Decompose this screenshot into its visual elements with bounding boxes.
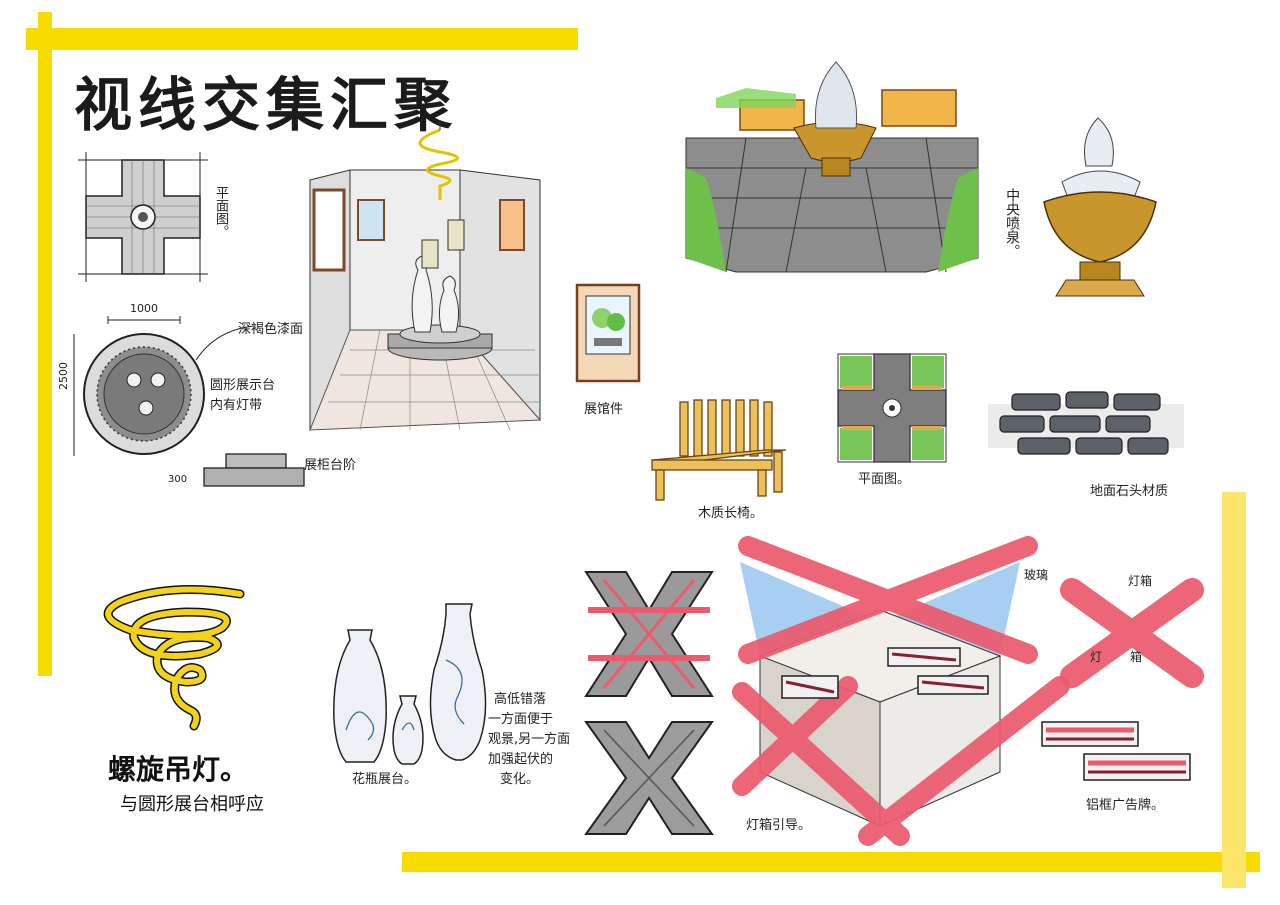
wood-bench-sketch xyxy=(651,399,787,501)
page-title: 视线交集汇聚 xyxy=(74,71,459,139)
exhibit-piece-label: 展馆件 xyxy=(584,402,624,417)
billboard-sketch-1 xyxy=(1041,721,1139,747)
round-display-label-2: 内有灯带 xyxy=(210,398,263,413)
wood-bench-label: 木质长椅。 xyxy=(698,506,764,521)
plan-label-top: 平面图。 xyxy=(212,186,228,238)
light-box-x-bottom xyxy=(584,721,714,835)
central-fountain-sketch xyxy=(1043,117,1157,297)
dim-300: 300 xyxy=(168,474,188,485)
vase-note-4: 加强起伏的 xyxy=(488,752,554,767)
spiral-lamp-label: 螺旋吊灯。 xyxy=(108,753,249,786)
light-box-label: 灯箱引导。 xyxy=(746,818,812,833)
yellow-bar-left xyxy=(38,12,52,676)
dark-paint-label: 深褐色漆面 xyxy=(238,322,304,337)
billboard-sketch-2 xyxy=(1083,753,1191,781)
vase-note-2: 一方面便于 xyxy=(488,712,554,727)
light-box-perspective-sketch xyxy=(732,536,1070,846)
dim-2500: 2500 xyxy=(57,362,70,390)
fountain-plan-sketch xyxy=(837,353,947,463)
vase-note-3: 观景,另一方面 xyxy=(488,732,571,747)
vase-note-1: 高低错落 xyxy=(494,692,547,707)
aluminum-billboard-label: 铝框广告牌。 xyxy=(1086,798,1165,813)
round-display-table xyxy=(73,333,205,456)
lamp-char-2: 箱 xyxy=(1130,650,1143,664)
central-fountain-label: 中央喷泉。 xyxy=(1004,188,1021,258)
exhibit-stand-sketch xyxy=(575,283,641,383)
cross-plan-sketch xyxy=(78,152,208,282)
leader-line-dark-paint xyxy=(195,325,255,361)
spiral-lamp-icon xyxy=(103,585,245,731)
yellow-bar-top xyxy=(26,28,578,50)
dim-1000: 1000 xyxy=(130,302,158,315)
round-display-label-1: 圆形展示台 xyxy=(210,378,276,393)
dimension-line-top xyxy=(107,316,181,324)
vase-note-5: 变化。 xyxy=(500,772,540,787)
vase-display-label: 花瓶展台。 xyxy=(352,772,418,787)
yellow-bar-right xyxy=(1222,492,1246,888)
yellow-bar-bottom xyxy=(402,852,1260,872)
side-light-box-sketch xyxy=(1060,578,1204,688)
plan-label-mid: 平面图。 xyxy=(858,472,911,487)
ground-stone-sketch xyxy=(988,391,1184,455)
fountain-courtyard-sketch xyxy=(685,61,979,273)
echo-round-label: 与圆形展台相呼应 xyxy=(120,794,264,815)
light-box-top-label: 灯箱 xyxy=(1128,574,1153,588)
display-steps-label: 展柜台阶 xyxy=(304,458,357,473)
display-steps-sketch xyxy=(203,453,305,487)
gallery-perspective-sketch xyxy=(309,120,542,432)
lamp-char-1: 灯 xyxy=(1090,650,1103,664)
vase-icon xyxy=(333,603,487,765)
ground-stone-label: 地面石头材质 xyxy=(1090,484,1169,499)
light-box-x-top xyxy=(584,571,714,697)
glass-label: 玻璃 xyxy=(1024,568,1049,582)
